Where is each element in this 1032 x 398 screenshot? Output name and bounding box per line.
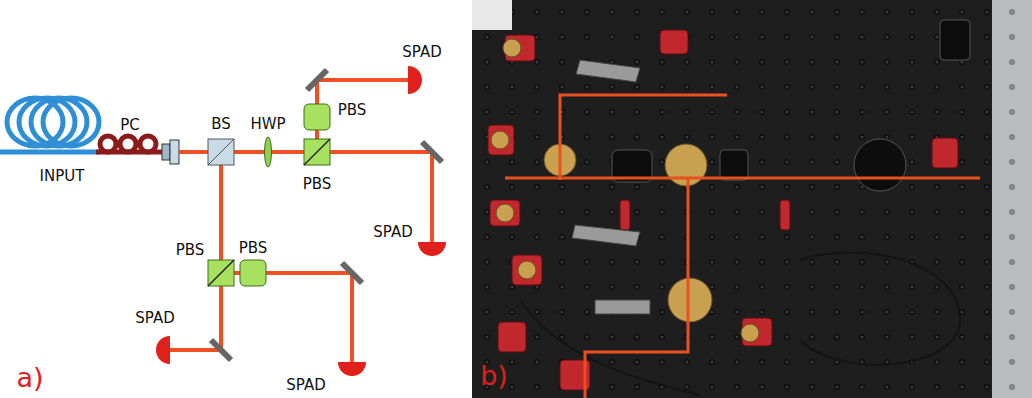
breadboard-photo <box>472 0 1032 398</box>
part-name: BS <box>211 117 231 132</box>
detector-name: SPAD <box>135 311 174 326</box>
detector-name: SPAD <box>402 45 441 60</box>
half-wave-plate <box>265 137 272 167</box>
part-name: PBS <box>239 241 268 256</box>
part-name: PBS <box>303 177 332 192</box>
spad-detector <box>156 66 446 376</box>
beam-splitter <box>208 139 234 165</box>
part-name: PBS <box>176 243 205 258</box>
pbs-cube <box>208 139 330 286</box>
detector-name: SPAD <box>286 378 325 393</box>
part-name: PC <box>120 118 140 133</box>
part-name: PBS <box>338 103 367 118</box>
mirror <box>211 70 442 360</box>
part-name: INPUT <box>40 169 85 184</box>
panel-letter: a) <box>16 364 43 391</box>
polarizer-block <box>240 104 330 286</box>
fiber-coil <box>0 98 100 152</box>
detector-name: SPAD <box>373 225 412 240</box>
collimator <box>162 140 179 164</box>
polarization-controller <box>96 136 162 152</box>
part-name: HWP <box>250 117 285 132</box>
panel-letter: b) <box>480 362 508 389</box>
beam-paths <box>170 80 432 362</box>
